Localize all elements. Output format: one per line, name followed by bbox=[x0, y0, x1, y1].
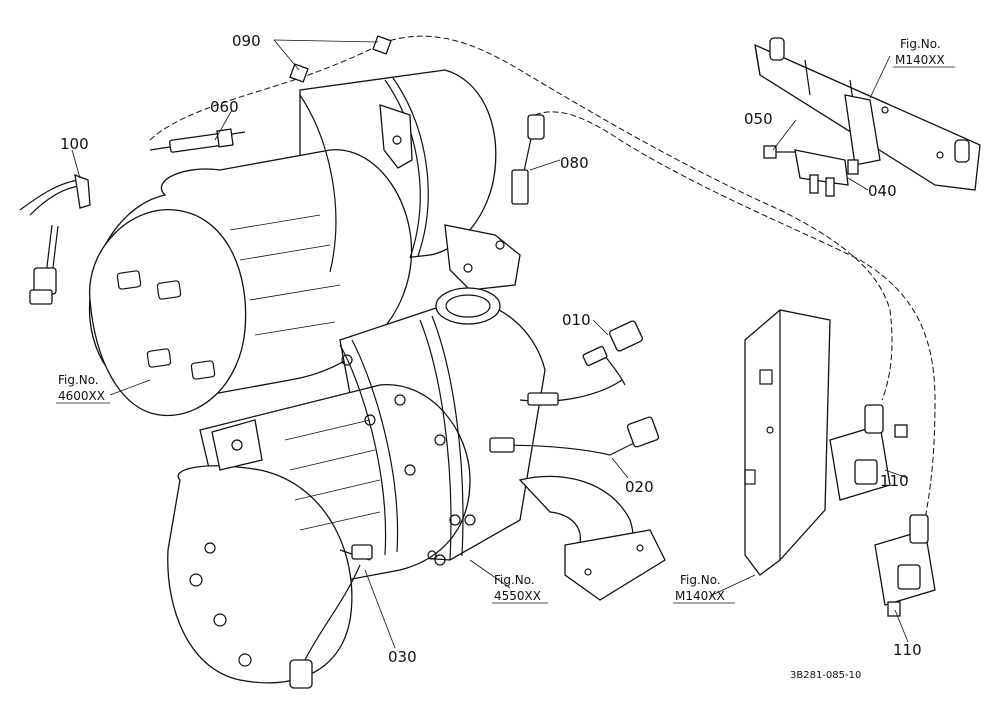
upper-muffler-assembly bbox=[88, 69, 521, 417]
temperature-sensor-080[interactable] bbox=[511, 114, 545, 205]
callout-110-lower: 110 bbox=[893, 641, 922, 659]
callout-020: 020 bbox=[625, 478, 654, 496]
callout-090: 090 bbox=[232, 32, 261, 50]
drawing-id: 3B281-085-10 bbox=[790, 670, 861, 681]
bolt-050[interactable] bbox=[763, 145, 795, 159]
temperature-sensor-010[interactable] bbox=[519, 320, 644, 406]
figref-top-right-title: Fig.No. bbox=[900, 37, 941, 51]
end-plate-slot bbox=[146, 348, 172, 368]
end-plate-slot bbox=[116, 270, 142, 290]
figref-left-title: Fig.No. bbox=[58, 373, 99, 387]
figref-top-right-number: M140XX bbox=[895, 53, 945, 67]
sensor-assembly-110-upper[interactable] bbox=[829, 404, 908, 501]
sensor-assembly-110-lower[interactable] bbox=[874, 514, 936, 617]
figref-center[interactable]: Fig.No. 4550XX bbox=[492, 573, 548, 604]
right-bracket-plate bbox=[744, 309, 831, 576]
figref-center-number: 4550XX bbox=[494, 589, 541, 603]
leader-lines bbox=[71, 39, 909, 649]
callout-040: 040 bbox=[868, 182, 897, 200]
temperature-sensor-020[interactable] bbox=[489, 416, 660, 456]
figref-left[interactable]: Fig.No. 4600XX bbox=[56, 373, 110, 404]
end-plate-slot bbox=[156, 280, 182, 300]
end-plate-slot bbox=[190, 360, 216, 380]
figref-bottom-right[interactable]: Fig.No. M140XX bbox=[673, 573, 735, 604]
pressure-sensor-040[interactable] bbox=[794, 149, 859, 197]
figref-top-right[interactable]: Fig.No. M140XX bbox=[893, 37, 955, 68]
callout-030: 030 bbox=[388, 648, 417, 666]
wiring-harness-branch bbox=[534, 111, 936, 521]
figref-left-number: 4600XX bbox=[58, 389, 105, 403]
figref-bottom-right-title: Fig.No. bbox=[680, 573, 721, 587]
callout-050: 050 bbox=[744, 110, 773, 128]
top-right-bracket bbox=[754, 37, 981, 191]
temperature-sensor-060[interactable] bbox=[149, 128, 246, 153]
callout-110-upper: 110 bbox=[880, 472, 909, 490]
figref-bottom-right-number: M140XX bbox=[675, 589, 725, 603]
callout-080: 080 bbox=[560, 154, 589, 172]
callout-060: 060 bbox=[210, 98, 239, 116]
callout-100: 100 bbox=[60, 135, 89, 153]
sensor-assembly-100[interactable] bbox=[19, 173, 91, 305]
lower-dpf-assembly bbox=[167, 287, 666, 684]
temperature-sensor-030[interactable] bbox=[289, 544, 373, 689]
harness-clip-090[interactable] bbox=[289, 35, 392, 83]
callout-010: 010 bbox=[562, 311, 591, 329]
figref-center-title: Fig.No. bbox=[494, 573, 535, 587]
